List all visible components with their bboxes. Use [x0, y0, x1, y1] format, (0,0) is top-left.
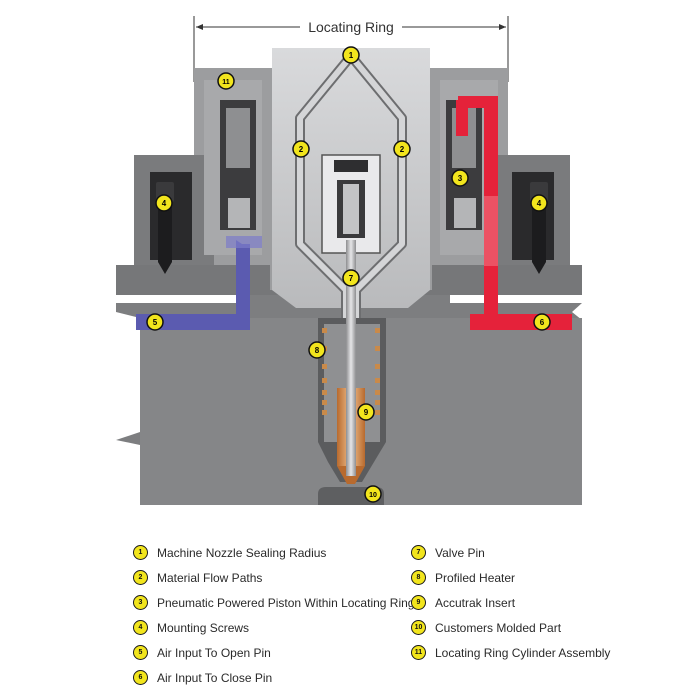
callout-badge: 2: [393, 140, 411, 158]
callout-badge: 5: [146, 313, 164, 331]
legend-label: Air Input To Close Pin: [157, 670, 273, 685]
legend-badge: 1: [133, 545, 148, 560]
svg-text:2: 2: [400, 145, 405, 154]
legend-item: 4 Mounting Screws: [133, 615, 423, 640]
legend-item: 3 Pneumatic Powered Piston Within Locati…: [133, 590, 423, 615]
legend-label: Profiled Heater: [435, 570, 516, 585]
locating-ring-dimension: Locating Ring: [193, 16, 509, 82]
svg-text:4: 4: [537, 199, 542, 208]
svg-text:9: 9: [364, 408, 369, 417]
callout-badge: 3: [451, 169, 469, 187]
callout-badge: 1: [342, 46, 360, 64]
svg-text:1: 1: [349, 51, 354, 60]
legend-left-column: 1 Machine Nozzle Sealing Radius 2 Materi…: [133, 540, 423, 690]
legend-item: 9 Accutrak Insert: [411, 590, 700, 615]
legend-label: Machine Nozzle Sealing Radius: [157, 545, 327, 560]
svg-text:6: 6: [540, 318, 545, 327]
legend-badge: 6: [133, 670, 148, 685]
callout-badge: 7: [342, 269, 360, 287]
svg-text:4: 4: [162, 199, 167, 208]
callout-badge: 10: [364, 485, 382, 503]
legend-badge: 7: [411, 545, 426, 560]
callout-badge: 4: [155, 194, 173, 212]
callout-badge: 8: [308, 341, 326, 359]
legend-item: 7 Valve Pin: [411, 540, 700, 565]
legend-label: Accutrak Insert: [435, 595, 516, 610]
legend-label: Pneumatic Powered Piston Within Locating…: [157, 595, 415, 610]
callout-badge: 6: [533, 313, 551, 331]
legend-badge: 5: [133, 645, 148, 660]
valve-gate-cross-section-diagram: Locating Ring: [116, 16, 582, 505]
legend-label: Mounting Screws: [157, 620, 250, 635]
legend-badge: 8: [411, 570, 426, 585]
legend-item: 11 Locating Ring Cylinder Assembly: [411, 640, 700, 665]
legend-badge: 9: [411, 595, 426, 610]
callout-badge: 11: [217, 72, 235, 90]
legend-badge: 4: [133, 620, 148, 635]
legend-label: Customers Molded Part: [435, 620, 562, 635]
svg-text:11: 11: [222, 79, 230, 86]
callout-badges: 1 2 2 3 4 4 5 6: [146, 46, 551, 503]
legend-label: Air Input To Open Pin: [157, 645, 271, 660]
svg-text:7: 7: [349, 274, 354, 283]
callout-badge: 9: [357, 403, 375, 421]
legend-right-column: 7 Valve Pin 8 Profiled Heater 9 Accutrak…: [411, 540, 700, 665]
legend-item: 1 Machine Nozzle Sealing Radius: [133, 540, 423, 565]
legend-badge: 10: [411, 620, 426, 635]
svg-text:2: 2: [299, 145, 304, 154]
legend-item: 10 Customers Molded Part: [411, 615, 700, 640]
callout-badge: 4: [530, 194, 548, 212]
nozzle-manifold-body: [272, 48, 430, 308]
legend-badge: 2: [133, 570, 148, 585]
svg-text:3: 3: [458, 174, 463, 183]
profiled-heater: [322, 328, 380, 415]
legend-label: Valve Pin: [435, 545, 485, 560]
svg-text:5: 5: [153, 318, 158, 327]
svg-text:8: 8: [315, 346, 320, 355]
locating-ring-label: Locating Ring: [308, 19, 394, 35]
legend-item: 2 Material Flow Paths: [133, 565, 423, 590]
legend-label: Locating Ring Cylinder Assembly: [435, 645, 611, 660]
legend-badge: 3: [133, 595, 148, 610]
svg-text:10: 10: [369, 492, 377, 499]
legend-item: 5 Air Input To Open Pin: [133, 640, 423, 665]
legend-item: 8 Profiled Heater: [411, 565, 700, 590]
legend-badge: 11: [411, 645, 426, 660]
valve-pin: [346, 240, 356, 476]
callout-badge: 2: [292, 140, 310, 158]
legend-item: 6 Air Input To Close Pin: [133, 665, 423, 690]
legend-label: Material Flow Paths: [157, 570, 263, 585]
